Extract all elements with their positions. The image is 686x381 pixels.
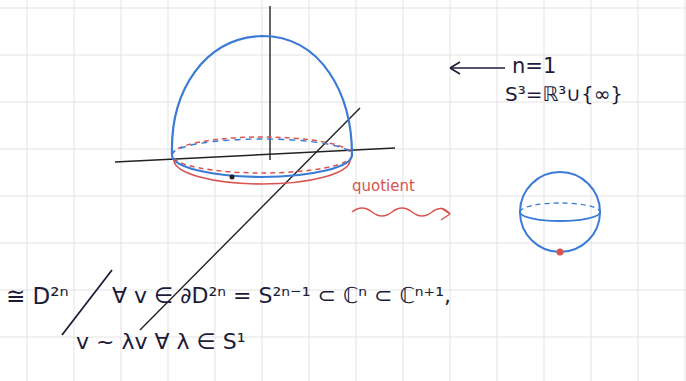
sphere-equator-back [520,203,600,212]
grid-line [0,8,686,9]
math-label: v ~ λv ∀ λ ∈ S¹ [76,330,245,354]
arrow-head [450,62,460,74]
arrow-head [441,208,450,220]
quotient-arrow [352,208,450,216]
math-label: S³=ℝ³∪{∞} [505,83,623,105]
grid-line [685,0,686,381]
point-at-infinity [557,249,564,256]
back-rim-red [172,137,352,173]
point [230,175,235,180]
grid-line [0,243,686,244]
grid-line [591,0,592,381]
grid-line [638,0,639,381]
quotient-slash [62,270,112,335]
grid-line [0,55,686,56]
grid-line [121,0,122,381]
grid-line [262,0,263,381]
grid-line [497,0,498,381]
grid-line [74,0,75,381]
front-rim-blue [172,155,352,177]
math-label: n=1 [512,55,556,78]
grid-line [27,0,28,381]
grid-line [450,0,451,381]
grid-line [168,0,169,381]
front-rim-red [174,160,350,184]
math-label: ∀ v ∈ ∂D²ⁿ = S²ⁿ⁻¹ ⊂ ℂⁿ ⊂ ℂⁿ⁺¹, [112,284,451,308]
back-rim-blue [172,139,352,155]
pointer-arrow [450,67,505,69]
math-label: ≅ D²ⁿ [6,284,69,309]
grid-line [0,149,686,150]
sphere [520,172,600,252]
sphere-equator-front [520,212,600,221]
grid-line [309,0,310,381]
grid-line [0,196,686,197]
grid-line [215,0,216,381]
math-label: quotient [352,178,415,195]
